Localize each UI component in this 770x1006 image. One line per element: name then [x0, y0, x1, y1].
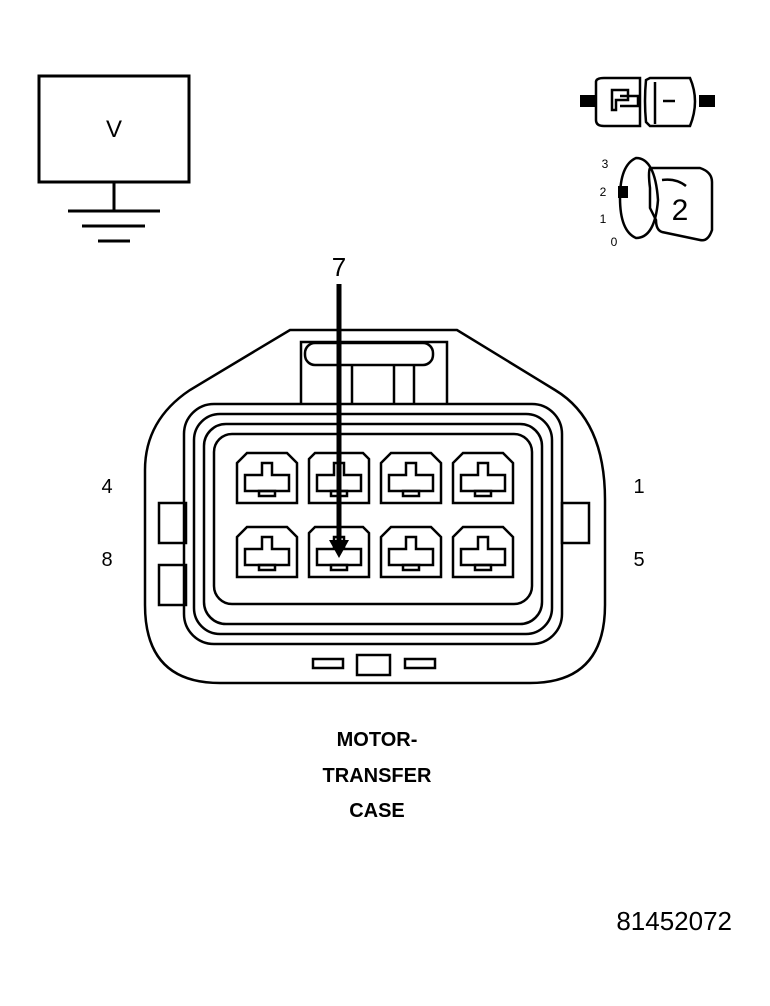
- cavity-pin-5: [451, 525, 515, 579]
- voltmeter-symbol: V: [37, 74, 191, 243]
- cavity-pin-8: [235, 525, 299, 579]
- cavity-pin-1: [451, 451, 515, 505]
- figure-id: 81452072: [616, 906, 732, 936]
- cavity-pin-2: [379, 451, 443, 505]
- pin-label-1: 1: [633, 476, 644, 498]
- connector-face: [143, 328, 607, 685]
- selector-position-0: 0: [611, 235, 618, 249]
- selected-position-label: 2: [672, 194, 689, 227]
- pin-label-8: 8: [101, 549, 112, 571]
- pin-label-4: 4: [101, 476, 112, 498]
- cavity-pin-6: [379, 525, 443, 579]
- ground-icon: [68, 209, 160, 243]
- terminal-cavities: [235, 451, 515, 579]
- connector-plug-icon: [580, 76, 715, 128]
- selector-position-3: 3: [602, 157, 609, 171]
- probe-arrow: 7: [329, 252, 349, 558]
- caption-line-1: MOTOR-: [337, 729, 418, 751]
- ignition-switch-icon: 3 2 1 0 2: [600, 156, 714, 249]
- probe-pin-label: 7: [332, 252, 346, 282]
- caption-line-3: CASE: [349, 800, 405, 822]
- selector-position-1: 1: [600, 212, 607, 226]
- selector-position-2: 2: [600, 185, 607, 199]
- pin-label-5: 5: [633, 549, 644, 571]
- cavity-pin-4: [235, 451, 299, 505]
- meter-mode-label: V: [106, 116, 122, 143]
- caption-line-2: TRANSFER: [323, 765, 432, 787]
